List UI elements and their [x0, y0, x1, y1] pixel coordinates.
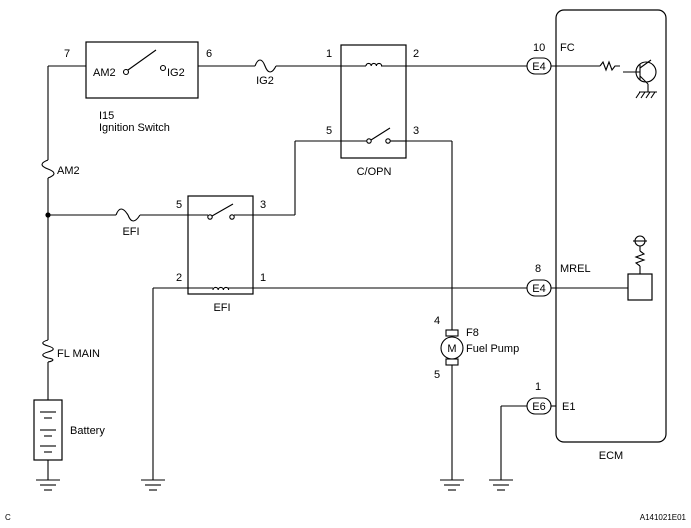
e1-pin: 1 — [535, 381, 541, 393]
copn-pin-3: 3 — [413, 125, 419, 137]
ground-icon — [440, 479, 464, 491]
mrel-driver-icon — [627, 235, 653, 301]
ignition-switch: AM2 IG2 I15 Ignition Switch 7 6 — [64, 41, 212, 134]
ground-icon — [36, 479, 60, 491]
fc-connector-label: E4 — [532, 61, 545, 73]
ignition-switch-pin-7: 7 — [64, 48, 70, 60]
ecm-connector-e1: E6 1 E1 — [526, 381, 575, 415]
efi-fuse-icon — [115, 208, 141, 222]
ecm-box — [555, 9, 667, 443]
footer-right-code: A141021E01 — [640, 513, 687, 522]
ig2-fuse-label: IG2 — [256, 75, 274, 87]
ignition-switch-name: Ignition Switch — [99, 122, 170, 134]
mrel-signal: MREL — [560, 263, 591, 275]
am2-fuse-icon — [41, 159, 55, 179]
fl-main-fuse-icon — [42, 339, 54, 363]
fuel-pump-pin-5: 5 — [434, 369, 440, 381]
efi-pin-5: 5 — [176, 199, 182, 211]
efi-pin-2: 2 — [176, 272, 182, 284]
ig2-fuse-icon — [254, 59, 277, 73]
fuel-pump-name: Fuel Pump — [466, 343, 519, 355]
fc-pin: 10 — [533, 42, 545, 54]
copn-coil-icon — [365, 62, 383, 67]
efi-fuse-label: EFI — [122, 226, 139, 238]
fc-signal: FC — [560, 42, 575, 54]
efi-relay: EFI 5 3 2 1 — [176, 195, 266, 314]
efi-relay-box — [187, 195, 254, 295]
battery: Battery — [33, 399, 105, 480]
am2-fuse-label: AM2 — [57, 165, 80, 177]
fuel-pump: M 4 5 F8 Fuel Pump — [434, 315, 519, 381]
copn-pin-5: 5 — [326, 125, 332, 137]
e1-signal: E1 — [562, 401, 575, 413]
ignition-switch-pin-6: 6 — [206, 48, 212, 60]
ignition-switch-am2-label: AM2 — [93, 67, 116, 79]
copn-relay-box — [340, 44, 407, 159]
fc-transistor-icon — [599, 59, 657, 99]
efi-relay-label: EFI — [213, 302, 230, 314]
ecm-connector-fc: E4 10 FC — [526, 42, 575, 75]
ground-icon — [489, 479, 513, 491]
battery-label: Battery — [70, 425, 105, 437]
fuel-pump-pin-4: 4 — [434, 315, 440, 327]
e1-connector-label: E6 — [532, 401, 545, 413]
copn-pin-2: 2 — [413, 48, 419, 60]
ignition-switch-ig2-label: IG2 — [167, 67, 185, 79]
copn-relay: C/OPN 1 2 5 3 — [326, 44, 419, 178]
efi-pin-1: 1 — [260, 272, 266, 284]
efi-coil-icon — [212, 286, 230, 291]
copn-relay-label: C/OPN — [357, 166, 392, 178]
fuel-pump-id: F8 — [466, 327, 479, 339]
ecm-label: ECM — [599, 450, 623, 462]
fl-main-fuse-label: FL MAIN — [57, 348, 100, 360]
ecm-connector-mrel: E4 8 MREL — [526, 263, 591, 297]
copn-pin-1: 1 — [326, 48, 332, 60]
footer-left-code: C — [5, 513, 11, 522]
ground-icon — [141, 479, 165, 491]
mrel-pin: 8 — [535, 263, 541, 275]
fuel-pump-symbol: M — [447, 343, 456, 355]
ignition-switch-id: I15 — [99, 110, 114, 122]
ignition-switch-box — [85, 41, 199, 99]
mrel-connector-label: E4 — [532, 283, 545, 295]
efi-pin-3: 3 — [260, 199, 266, 211]
